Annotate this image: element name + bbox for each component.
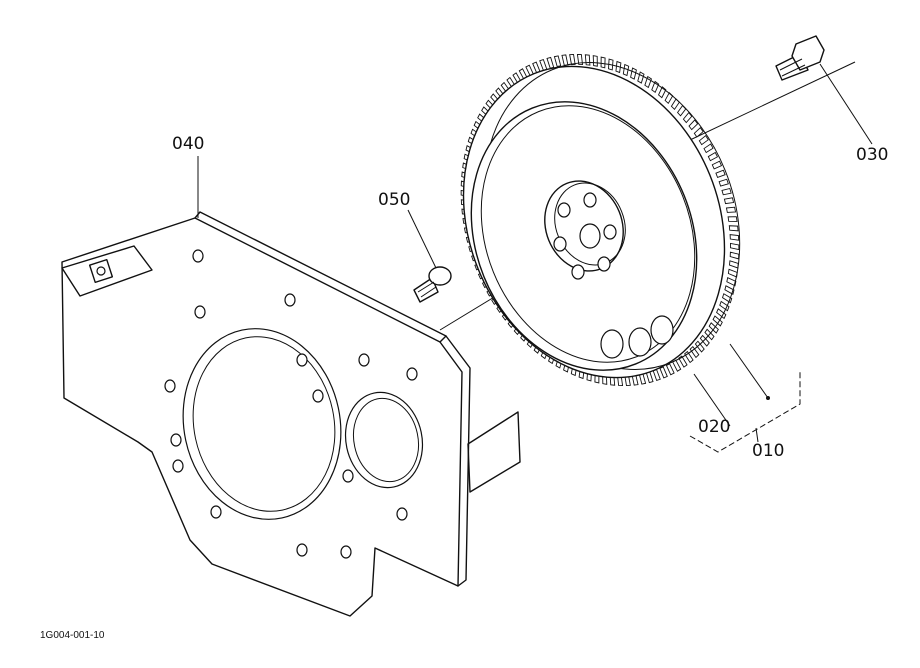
gear-tooth bbox=[682, 111, 693, 124]
flywheel-lightening-holes bbox=[600, 315, 674, 359]
gear-tooth bbox=[703, 143, 714, 154]
gear-tooth bbox=[689, 345, 700, 359]
gear-tooth bbox=[718, 178, 729, 187]
gear-tooth bbox=[539, 58, 548, 71]
assembly-bracket-010 bbox=[689, 370, 801, 453]
leader-030 bbox=[819, 63, 873, 145]
gear-tooth bbox=[678, 355, 688, 368]
flywheel-center-hole bbox=[579, 223, 601, 249]
gear-tooth bbox=[600, 56, 606, 69]
gear-tooth bbox=[637, 71, 645, 84]
gear-tooth bbox=[694, 340, 705, 353]
gear-tooth bbox=[693, 127, 704, 138]
gear-tooth bbox=[707, 151, 719, 162]
gear-tooth bbox=[622, 63, 630, 77]
gear-tooth bbox=[665, 363, 675, 376]
gear-tooth bbox=[569, 54, 576, 66]
gear-tooth bbox=[644, 75, 652, 89]
flywheel-hub-bolt-holes bbox=[553, 192, 617, 280]
gear-tooth bbox=[711, 160, 723, 170]
label-050: 050 bbox=[378, 190, 410, 210]
figure-id: 1G004-001-10 bbox=[40, 630, 105, 641]
gear-tooth bbox=[725, 206, 737, 213]
gear-tooth bbox=[729, 260, 739, 269]
gear-tooth bbox=[726, 277, 737, 287]
label-020: 020 bbox=[698, 417, 730, 437]
gear-tooth bbox=[553, 55, 562, 68]
gear-tooth bbox=[716, 308, 727, 320]
leader-020 bbox=[693, 373, 731, 427]
gear-tooth bbox=[724, 285, 735, 295]
gear-tooth bbox=[708, 322, 719, 334]
gear-tooth bbox=[561, 54, 569, 66]
gear-tooth bbox=[699, 334, 710, 347]
gear-tooth bbox=[719, 300, 730, 312]
plate-thickness-edge bbox=[194, 211, 471, 587]
gear-tooth bbox=[698, 135, 709, 146]
bolt-050 bbox=[413, 266, 452, 303]
plate-bolt-holes bbox=[164, 249, 418, 559]
gear-tooth bbox=[584, 54, 591, 66]
gear-tooth bbox=[727, 216, 738, 222]
plate-large-bore bbox=[182, 328, 342, 520]
gear-tooth bbox=[688, 119, 699, 131]
plate-small-bore bbox=[344, 391, 424, 489]
label-030: 030 bbox=[856, 145, 888, 165]
gear-tooth bbox=[727, 268, 738, 278]
gear-tooth bbox=[729, 251, 740, 260]
gear-tooth bbox=[592, 55, 598, 67]
gear-tooth bbox=[664, 91, 674, 104]
bolt-030 bbox=[775, 35, 825, 81]
gear-tooth bbox=[630, 67, 637, 80]
leader-010-assembly bbox=[729, 343, 769, 399]
gear-tooth bbox=[729, 242, 740, 251]
leader-050 bbox=[407, 209, 437, 269]
plate-back-tab bbox=[467, 411, 521, 493]
gear-tooth bbox=[723, 197, 735, 205]
gear-tooth bbox=[576, 53, 584, 66]
gear-tooth bbox=[728, 225, 739, 232]
gear-tooth bbox=[715, 169, 726, 179]
gear-tooth bbox=[652, 369, 661, 382]
flywheel-020 bbox=[460, 53, 741, 387]
gear-tooth bbox=[721, 187, 732, 196]
center-axis-line-upper bbox=[689, 61, 856, 141]
label-040: 040 bbox=[172, 134, 204, 154]
label-010: 010 bbox=[752, 441, 784, 461]
mounting-plate-040 bbox=[61, 211, 521, 617]
gear-tooth bbox=[546, 56, 555, 69]
gear-tooth bbox=[729, 234, 740, 241]
gear-tooth bbox=[659, 366, 668, 379]
